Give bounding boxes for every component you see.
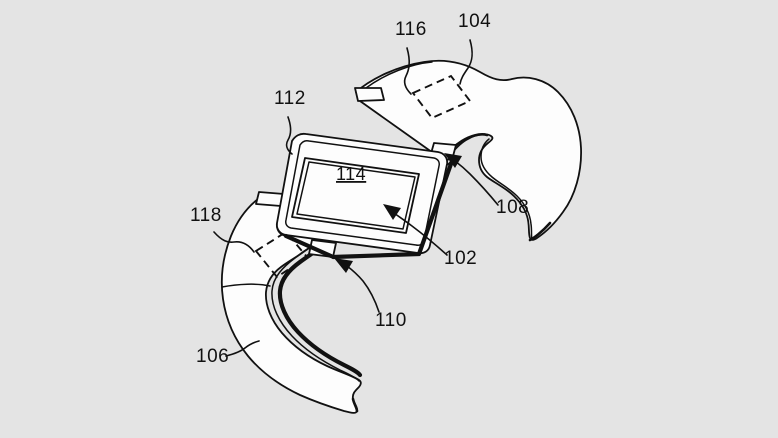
upper-band-tip-shadow — [528, 221, 552, 242]
reference-numeral-labels: 104 116 112 114 108 102 118 110 106 — [190, 11, 529, 367]
case-side-wall — [276, 223, 335, 259]
display-inner-edge — [296, 161, 416, 230]
lower-band-group — [220, 195, 363, 414]
arrowhead-108 — [444, 153, 462, 168]
arrowhead-110 — [334, 258, 353, 273]
ref-label-104: 104 — [458, 11, 491, 32]
ref-label-114: 114 — [336, 164, 366, 184]
ref-label-118: 118 — [190, 205, 222, 226]
leader-116 — [403, 47, 412, 95]
lower-band-thickness-line — [277, 233, 363, 378]
lower-band-tip-edge — [351, 397, 359, 413]
leader-102 — [383, 204, 448, 256]
leader-118 — [213, 231, 255, 253]
lower-band-thickness-outer — [271, 231, 360, 382]
bezel-inner-line — [285, 140, 440, 246]
leader-106 — [225, 340, 260, 357]
lower-band-crease — [221, 283, 271, 288]
leader-108 — [444, 153, 499, 206]
hidden-component-116 — [411, 74, 472, 120]
leader-110 — [334, 258, 380, 313]
upper-band-thickness-line — [480, 138, 533, 240]
ref-label-112: 112 — [274, 88, 306, 109]
lug-top-left — [354, 87, 385, 102]
ref-label-116: 116 — [395, 19, 427, 40]
display-screen — [291, 157, 420, 234]
ref-label-108: 108 — [496, 197, 529, 218]
case-edge-shadow-bottom — [330, 158, 455, 260]
hidden-component-118 — [254, 230, 309, 279]
ref-label-102: 102 — [444, 248, 477, 269]
ref-label-110: 110 — [375, 310, 407, 331]
upper-band-crease — [365, 61, 433, 89]
leader-112 — [285, 116, 293, 155]
ref-label-106: 106 — [196, 346, 229, 367]
device-body-group — [255, 87, 457, 260]
leader-104 — [459, 39, 473, 85]
arrowhead-102 — [383, 204, 401, 220]
